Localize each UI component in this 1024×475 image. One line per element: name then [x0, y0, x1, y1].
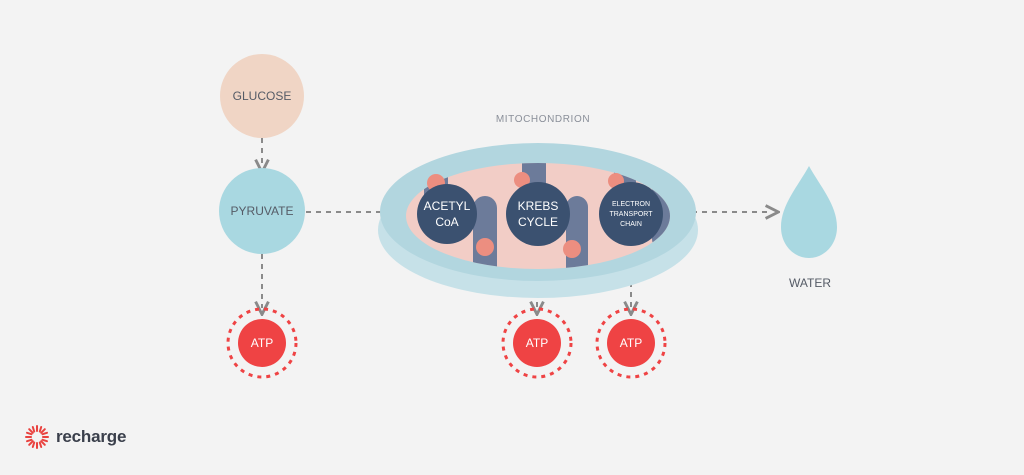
atp-node-2: ATP [501, 307, 573, 379]
atp-node-3: ATP [595, 307, 667, 379]
brand-logo[interactable]: recharge [24, 424, 126, 450]
acetyl-label-line2: CoA [435, 215, 458, 229]
electron-transport-chain-node: ELECTRON TRANSPORT CHAIN [599, 182, 663, 246]
atp-label-3: ATP [620, 336, 642, 350]
krebs-cycle-node: KREBS CYCLE [506, 182, 570, 246]
recharge-sunburst-icon [25, 425, 49, 449]
krebs-label-line2: CYCLE [518, 215, 558, 229]
pyruvate-label: PYRUVATE [231, 204, 294, 218]
etc-label-line1: ELECTRON [612, 201, 650, 208]
atp-label-2: ATP [526, 336, 548, 350]
krebs-label-line1: KREBS [518, 199, 559, 213]
mitochondrion-granules [427, 172, 624, 258]
glucose-label: GLUCOSE [233, 89, 292, 103]
water-label: WATER [789, 276, 831, 290]
brand-name: recharge [56, 427, 127, 446]
etc-label-line3: CHAIN [620, 221, 642, 228]
atp-label-1: ATP [251, 336, 273, 350]
acetyl-label-line1: ACETYL [424, 199, 471, 213]
mitochondrion-label: MITOCHONDRION [496, 114, 590, 125]
etc-label-line2: TRANSPORT [609, 211, 653, 218]
glucose-node: GLUCOSE [220, 54, 304, 138]
water-drop-icon [781, 166, 837, 258]
atp-node-1: ATP [226, 307, 298, 379]
pyruvate-node: PYRUVATE [219, 168, 305, 254]
acetyl-coa-node: ACETYL CoA [417, 184, 477, 244]
water-node: WATER [781, 166, 837, 290]
